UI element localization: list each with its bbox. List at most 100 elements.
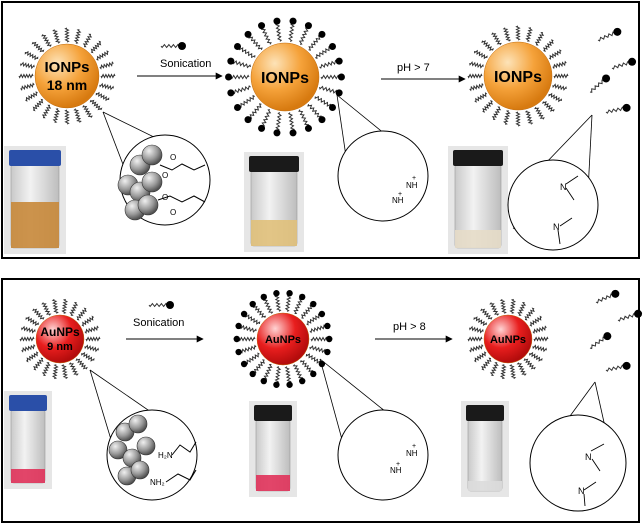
np2-ligand-headgroup (318, 116, 326, 124)
np2-ligand-chain (319, 59, 338, 69)
ionp-vial-before-liquid (11, 202, 59, 248)
np6-ligand-chain (509, 364, 517, 380)
np6-ligand-chain (529, 315, 542, 327)
np4-ligand-chain (76, 307, 87, 321)
np4-ligand-chain (32, 308, 45, 320)
np3-ligand-chain (515, 111, 521, 127)
aunp-label: AuNPs (40, 325, 80, 339)
np4-ligand-chain (41, 362, 51, 376)
np1-ligand-chain (100, 73, 116, 79)
np6-ligand-chain (509, 298, 517, 314)
positive-charge: + (412, 175, 416, 182)
released-amine-chain (611, 60, 630, 70)
aunp-released-label: AuNPs (490, 334, 526, 346)
np4-ligand-chain (33, 357, 44, 371)
released-amine-chain (605, 106, 624, 114)
released-amine-2-headgroup (611, 289, 620, 298)
np1-ligand-chain (95, 91, 110, 102)
np4-ligand-chain (61, 364, 69, 380)
np4-ligand-chain (51, 364, 59, 380)
np5-ligand-headgroup (299, 377, 306, 385)
np4-ligand-chain (51, 298, 59, 314)
free-amine-ligand-headgroup (178, 42, 186, 50)
np4-ligand-chain (41, 302, 52, 316)
aunp-vial-after-ph-glass (467, 418, 503, 492)
np5-ligand-headgroup (249, 370, 256, 378)
np5-ligand-chain (305, 353, 321, 364)
np5-ligand-chain (245, 314, 261, 325)
positive-charge: + (396, 461, 400, 468)
ionp-vial-after-ph-liquid (455, 230, 501, 248)
np5-ligand-chain (309, 345, 326, 354)
free-amine-ligand-2-headgroup (166, 301, 174, 309)
np2-ligand-headgroup (335, 89, 343, 97)
ionp-size-label: 18 nm (47, 77, 87, 93)
np2-ligand-headgroup (328, 42, 336, 50)
np1-ligand-chain (64, 27, 70, 43)
np4-ligand-chain (85, 336, 101, 342)
np2-ligand-chain (287, 112, 295, 131)
np5-ligand-headgroup (310, 370, 317, 378)
np5-ligand-headgroup (273, 290, 280, 297)
np4-ligand-chain (69, 302, 79, 316)
released-amine-2-chain (589, 336, 606, 350)
aunp-vial-before-liquid (11, 469, 45, 483)
released-amine-headgroup (622, 103, 631, 112)
np3-ligand-chain (542, 101, 555, 112)
released-amine-2-chain (617, 312, 636, 322)
np3-ligand-chain (481, 40, 494, 51)
np4-ligand-chain (26, 351, 39, 363)
np3-ligand-chain (491, 106, 502, 120)
ionp-ammonium-zoom (337, 130, 429, 222)
oxygen-label: O (170, 208, 176, 217)
np2-ligand-headgroup (234, 104, 242, 112)
np2-ligand-headgroup (273, 129, 281, 137)
ammonium-label: NH (390, 466, 402, 475)
released-amine-2-chain (605, 364, 624, 372)
np5-ligand-chain (238, 336, 256, 342)
ionp-particle-released (483, 41, 553, 111)
np3-ligand-chain (524, 110, 534, 125)
amine-label: N (560, 182, 567, 192)
oxygen-label: O (162, 193, 168, 202)
ionp-vial-after-sonication-cap (249, 156, 299, 172)
np5-ligand-headgroup (260, 377, 267, 385)
np1-ligand-chain (32, 98, 44, 112)
np5-ligand-chain (293, 298, 303, 314)
np2-ligand-headgroup (335, 57, 343, 65)
aunp-particle-released (483, 314, 533, 364)
np1-ligand-chain (82, 33, 93, 48)
oleate-chain (159, 163, 206, 171)
np5-ligand-chain (240, 324, 257, 333)
np6-ligand-chain (473, 316, 487, 327)
np5-ligand-chain (284, 294, 292, 312)
np5-ligand-headgroup (286, 290, 293, 297)
positive-charge: + (398, 191, 402, 198)
ionp-vial-after-sonication-liquid (251, 220, 297, 246)
np5-ligand-chain (252, 305, 267, 318)
np2-ligand-headgroup (289, 17, 297, 25)
np5-ligand-chain (274, 366, 282, 384)
oxygen-label: O (170, 153, 176, 162)
np4-ligand-chain (68, 362, 79, 376)
np2-ligand-headgroup (258, 22, 266, 30)
ionp-particle-initial (34, 43, 100, 109)
positive-charge: + (412, 443, 416, 450)
np3-ligand-chain (469, 82, 484, 92)
np5-ligand-chain (262, 298, 274, 314)
np6-ligand-chain (481, 357, 492, 371)
ammonium-label: NH (406, 181, 418, 190)
np6-ligand-chain (480, 308, 493, 320)
np2-ligand-chain (307, 104, 322, 118)
oxygen-label: O (162, 171, 168, 180)
np3-ligand-chain (548, 92, 562, 103)
methyl-bond (565, 175, 579, 201)
gold-atom (108, 440, 128, 460)
np3-ligand-chain (491, 32, 502, 46)
np5-ligand-chain (240, 344, 257, 354)
ionp-particle-coated (250, 42, 320, 112)
np2-ligand-chain (232, 85, 251, 95)
np5-ligand-headgroup (310, 300, 317, 308)
aunp-ammonium-zoom (337, 409, 429, 501)
